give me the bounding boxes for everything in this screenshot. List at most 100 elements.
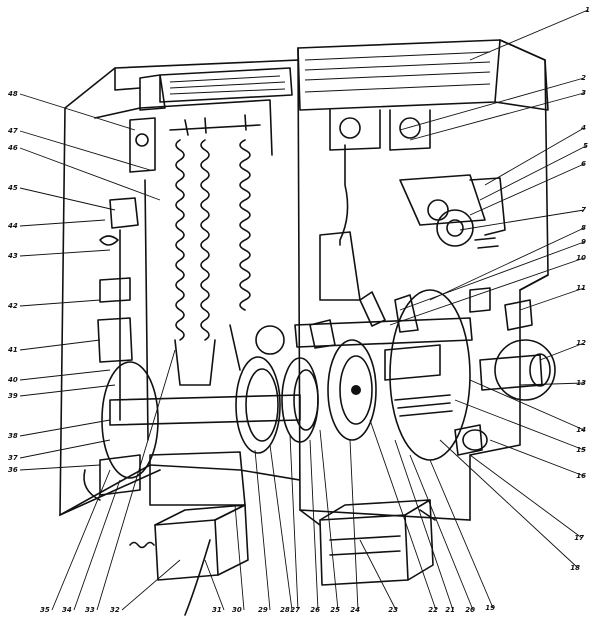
callout-number: 29: [258, 606, 268, 614]
callout-leader: [19, 187, 116, 211]
callout-leader: [51, 469, 111, 611]
callout-number: 30: [232, 606, 242, 614]
callout-number: 36: [8, 466, 18, 474]
callout-leader: [489, 439, 585, 477]
callout-number: 6: [581, 160, 586, 168]
callout-number: 23: [388, 606, 398, 614]
callout-layer: 1234567891011121314151617181920212223242…: [8, 6, 590, 614]
callout-number: 41: [8, 346, 18, 354]
callout-leader: [19, 93, 136, 131]
callout-leader: [254, 449, 271, 611]
callout-leader: [319, 429, 339, 611]
callout-leader: [454, 399, 585, 451]
callout-number: 22: [428, 606, 438, 614]
callout-leader: [19, 339, 101, 351]
callout-number: 33: [85, 606, 95, 614]
callout-leader: [309, 439, 319, 611]
callout-leader: [484, 127, 585, 186]
callout-leader: [409, 454, 474, 611]
callout-leader: [394, 439, 454, 611]
callout-leader: [19, 369, 111, 381]
callout-number: 12: [576, 339, 586, 347]
callout-leader: [469, 9, 589, 61]
callout-leader: [19, 384, 116, 397]
callout-leader: [539, 342, 585, 361]
callout-leader: [204, 559, 225, 611]
callout-number: 2: [581, 74, 586, 82]
callout-number: 37: [8, 454, 18, 462]
callout-leader: [399, 77, 585, 131]
callout-leader: [389, 257, 585, 326]
callout-number: 27: [290, 606, 300, 614]
callout-number: 46: [8, 144, 18, 152]
callout-number: 10: [576, 254, 586, 262]
callout-number: 19: [485, 604, 495, 612]
callout-leader: [121, 559, 181, 611]
callout-leader: [429, 459, 494, 609]
right-outboard-parts: [454, 287, 556, 456]
callout-number: 32: [110, 606, 120, 614]
callout-number: 18: [570, 564, 580, 572]
callout-leader: [349, 439, 359, 611]
callout-number: 35: [40, 606, 50, 614]
callout-leader: [19, 419, 111, 437]
callout-number: 15: [576, 446, 586, 454]
callout-leader: [469, 163, 585, 216]
callout-number: 44: [8, 222, 18, 230]
callout-number: 28: [280, 606, 290, 614]
callout-number: 24: [350, 606, 360, 614]
callout-leader: [19, 147, 161, 201]
bottom-parts: [129, 499, 436, 616]
callout-leader: [19, 439, 111, 459]
callout-leader: [73, 479, 121, 611]
callout-leader: [469, 379, 585, 431]
callout-leader: [399, 241, 585, 311]
callout-number: 9: [581, 238, 586, 246]
callout-leader: [479, 145, 587, 201]
callout-number: 1: [585, 6, 590, 14]
callout-leader: [519, 287, 585, 311]
callout-leader: [369, 419, 437, 611]
left-disc: [83, 361, 159, 501]
callout-leader: [19, 130, 151, 171]
callout-leader: [96, 349, 176, 611]
callout-leader: [439, 439, 579, 569]
callout-number: 31: [212, 606, 222, 614]
callout-number: 8: [581, 224, 586, 232]
callout-leader: [19, 249, 111, 257]
callout-number: 20: [465, 606, 475, 614]
callout-number: 21: [445, 606, 455, 614]
callout-number: 13: [576, 379, 586, 387]
callout-number: 40: [8, 376, 18, 384]
callout-leader: [519, 382, 585, 386]
cam-discs: [235, 289, 471, 461]
callout-leader: [429, 227, 585, 301]
callout-leader: [19, 464, 101, 471]
callout-leader: [19, 299, 101, 307]
callout-number: 47: [8, 127, 18, 135]
callout-leader: [289, 434, 299, 611]
callout-number: 48: [8, 90, 18, 98]
callout-number: 16: [576, 472, 586, 480]
callout-number: 45: [8, 184, 18, 192]
callout-number: 42: [8, 302, 18, 310]
callout-leader: [359, 539, 397, 611]
callout-number: 11: [576, 284, 586, 292]
coil-springs: [169, 114, 261, 386]
callout-number: 38: [8, 432, 18, 440]
callout-number: 7: [581, 206, 586, 214]
callout-leader: [469, 454, 583, 539]
callout-number: 34: [62, 606, 72, 614]
callout-number: 39: [8, 392, 18, 400]
callout-number: 25: [330, 606, 340, 614]
right-casing: [297, 39, 549, 521]
callout-number: 43: [8, 252, 18, 260]
callout-number: 5: [583, 142, 588, 150]
callout-number: 3: [581, 89, 586, 97]
callout-number: 26: [310, 606, 320, 614]
callout-number: 4: [581, 124, 586, 132]
callout-number: 14: [576, 426, 586, 434]
callout-leader: [459, 209, 585, 231]
callout-leader: [19, 219, 106, 227]
